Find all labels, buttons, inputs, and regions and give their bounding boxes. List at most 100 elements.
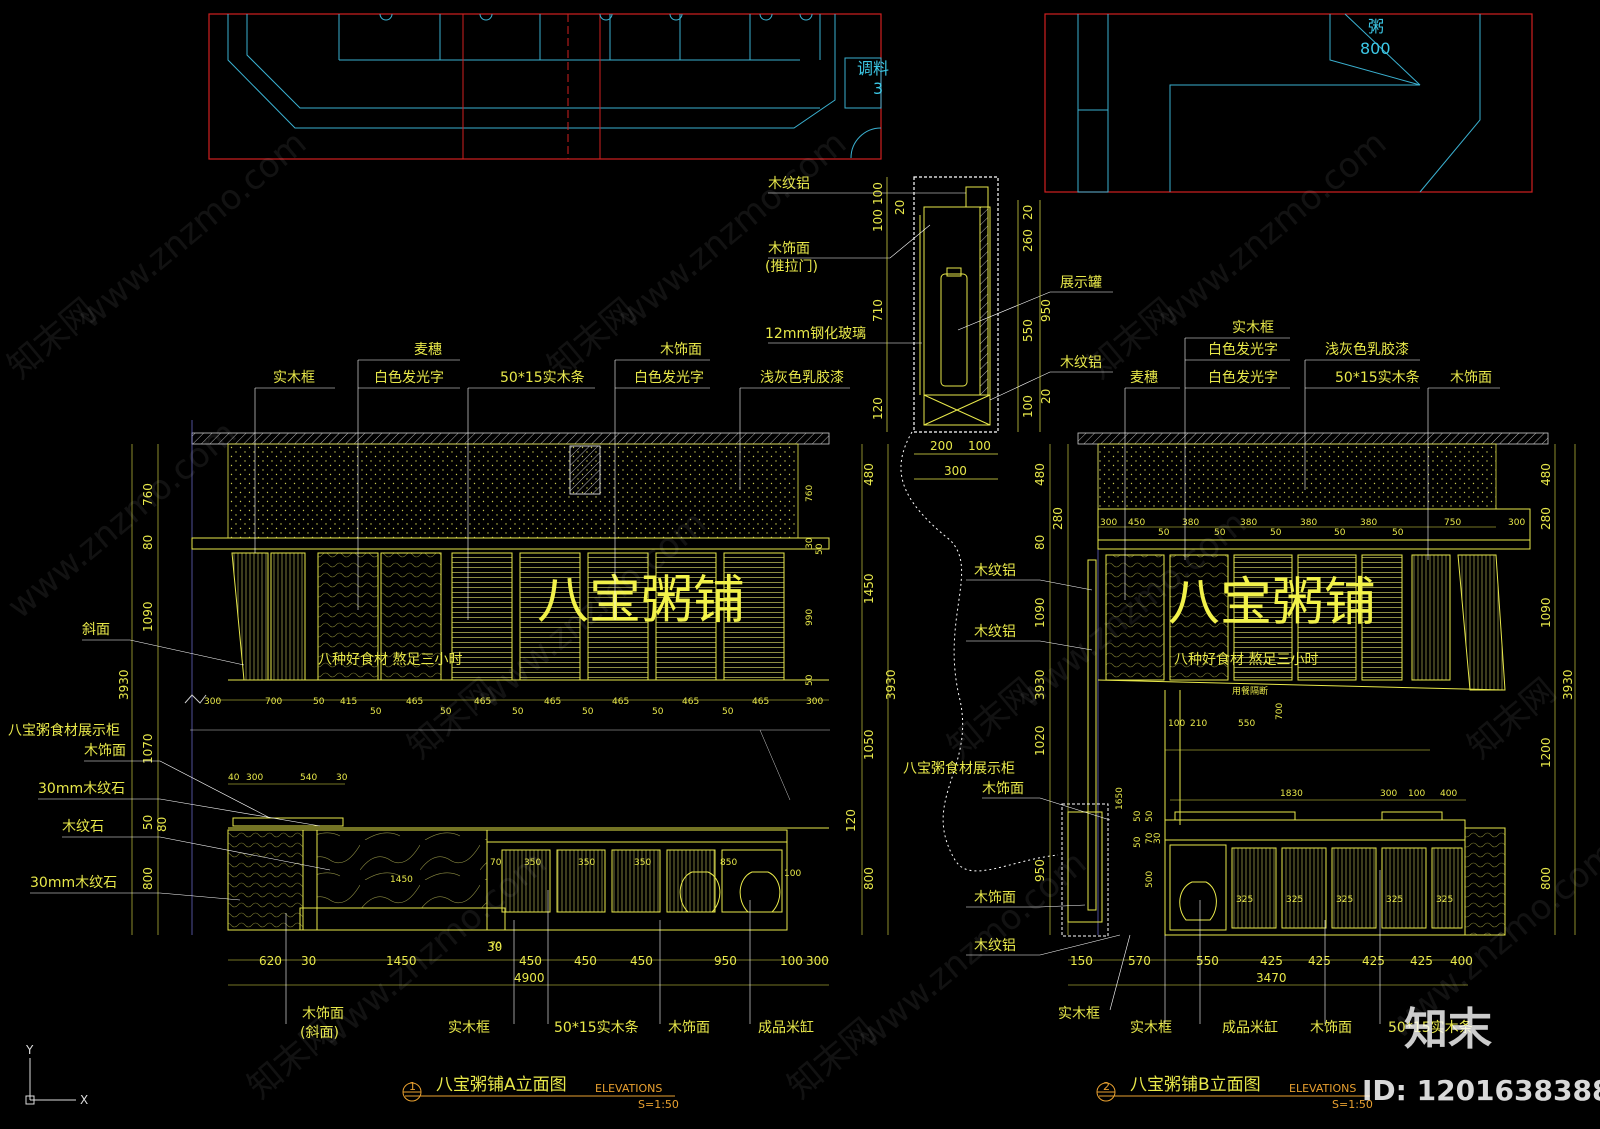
- dim: 50: [815, 543, 825, 555]
- label: 八宝粥食材展示柜: [8, 722, 120, 739]
- sec-dim-r5: 20: [1039, 389, 1053, 404]
- label: 木纹石: [62, 819, 104, 835]
- label: 实木框: [273, 370, 315, 386]
- dim: 50: [370, 707, 382, 717]
- dim: 50: [1145, 810, 1155, 822]
- dim: 1090: [1539, 597, 1553, 628]
- top-plan-left: 调料 3: [208, 13, 889, 160]
- label: 50*15实木条: [1388, 1019, 1473, 1036]
- elev-a-sign-text: 八宝粥铺: [537, 571, 745, 631]
- label: 30mm木纹石: [38, 781, 125, 797]
- sec-dim-r0: 20: [1021, 205, 1035, 220]
- top-plan-right: 粥 800: [1044, 13, 1533, 193]
- dim: 800: [141, 867, 155, 890]
- label: 30mm木纹石: [30, 875, 117, 891]
- elev-a-counter-dims: 40 300 540 30 70 350 350 350 850 100 70: [228, 773, 801, 951]
- dim: 300: [806, 954, 829, 968]
- dim: 325: [1386, 895, 1403, 905]
- dim: 380: [1360, 518, 1377, 528]
- watermark-site: www.znzmo.com: [850, 843, 1094, 1057]
- dim: 750: [1444, 518, 1461, 528]
- sec-dim-r4: 100: [1021, 395, 1035, 418]
- dim: 70: [1145, 832, 1155, 844]
- elev-a-total: 4900: [514, 971, 545, 985]
- dim: 450: [630, 954, 653, 968]
- elevation-a: 八宝粥铺 八种好食材 熬足三小时 300 700 50 415 50 465 5…: [8, 342, 898, 1111]
- dim: 700: [1275, 703, 1285, 720]
- dim: 350: [634, 858, 651, 868]
- section-detail: 木纹铝 木饰面 (推拉门) 12mm钢化玻璃 展示罐 木纹铝 100 100 2…: [765, 176, 1113, 480]
- dim: 450: [574, 954, 597, 968]
- dim: 480: [1539, 463, 1553, 486]
- dim: 3930: [1033, 669, 1047, 700]
- dim: 1450: [386, 954, 417, 968]
- elev-a-left-outer: 3930: [117, 669, 131, 700]
- plan-left-label: 调料: [857, 59, 889, 78]
- dim: 325: [1286, 895, 1303, 905]
- ucs-axis-icon: Y X: [25, 1043, 88, 1107]
- label: 木纹铝: [974, 563, 1016, 579]
- elev-a-slogan: 八种好食材 熬足三小时: [318, 651, 462, 668]
- dim: 700: [265, 697, 282, 707]
- sec-dim-r2: 550: [1021, 319, 1035, 342]
- dim: 620: [259, 954, 282, 968]
- dim: 50: [313, 697, 325, 707]
- dim: 50: [1133, 810, 1143, 822]
- dim: 300: [1100, 518, 1117, 528]
- dim: 400: [1450, 954, 1473, 968]
- dim: 570: [1128, 954, 1151, 968]
- plan-left-num: 3: [873, 79, 883, 98]
- elev-b-subtitle: ELEVATIONS: [1289, 1082, 1356, 1095]
- dim: 425: [1362, 954, 1385, 968]
- dim: 1050: [862, 729, 876, 760]
- label: 木纹铝: [974, 938, 1016, 954]
- elev-b-left-labels: 木纹铝 木纹铝 八宝粥食材展示柜 木饰面 木饰面 木纹铝: [903, 563, 1121, 956]
- sec-dim-l0: 100: [871, 182, 885, 205]
- elev-a-title: 八宝粥铺A立面图: [436, 1075, 567, 1095]
- label: 实木框: [1130, 1020, 1172, 1036]
- dim: 800: [1539, 867, 1553, 890]
- label: 实木框: [448, 1020, 490, 1036]
- elev-b-slogan: 八种好食材 熬足三小时: [1174, 651, 1318, 668]
- elev-a-title-block: 1 八宝粥铺A立面图 ELEVATIONS S=1:50: [402, 1075, 679, 1111]
- dim: 425: [1260, 954, 1283, 968]
- label: 木饰面: [974, 890, 1016, 906]
- label: 浅灰色乳胶漆: [1325, 341, 1409, 358]
- dim: 480: [1033, 463, 1047, 486]
- label: 实木框: [1232, 320, 1274, 336]
- elev-b-num: 2: [1103, 1080, 1110, 1093]
- dim: 425: [1410, 954, 1433, 968]
- dim: 400: [1440, 789, 1457, 799]
- dim: 380: [1240, 518, 1257, 528]
- dim: 500: [1145, 871, 1155, 888]
- dim: 1070: [141, 733, 155, 764]
- dim: 325: [1236, 895, 1253, 905]
- dim: 465: [474, 697, 491, 707]
- watermark-site: www.znzmo.com: [70, 123, 314, 337]
- dim: 50: [1158, 528, 1170, 538]
- sec-label-sliding-door: (推拉门): [765, 259, 818, 275]
- dim: 480: [862, 463, 876, 486]
- sec-dim-r3: 950: [1039, 299, 1053, 322]
- dim: 1200: [1539, 737, 1553, 768]
- dim: 325: [1336, 895, 1353, 905]
- label: 麦穗: [414, 342, 442, 358]
- dim: 120: [844, 809, 858, 832]
- watermark-logo: 知末: [1404, 1004, 1492, 1055]
- elev-b-panels: [1097, 554, 1506, 691]
- dim: 50: [1214, 528, 1226, 538]
- dim: 80: [141, 535, 155, 550]
- elev-b-mid-note: 用餐隔断: [1232, 685, 1268, 697]
- label: 斜面: [82, 622, 110, 638]
- watermark-id: ID: 1201638388: [1362, 1074, 1600, 1107]
- elev-a-scale: S=1:50: [638, 1098, 679, 1111]
- label: 成品米缸: [1222, 1019, 1278, 1036]
- dim: 50: [722, 707, 734, 717]
- label: 浅灰色乳胶漆: [760, 369, 844, 386]
- elev-a-subtitle: ELEVATIONS: [595, 1082, 662, 1095]
- dim: 30: [1153, 832, 1163, 844]
- plan-right-label: 粥: [1368, 17, 1384, 36]
- dim: 100: [780, 954, 803, 968]
- dim: 210: [1190, 719, 1207, 729]
- dim: 465: [406, 697, 423, 707]
